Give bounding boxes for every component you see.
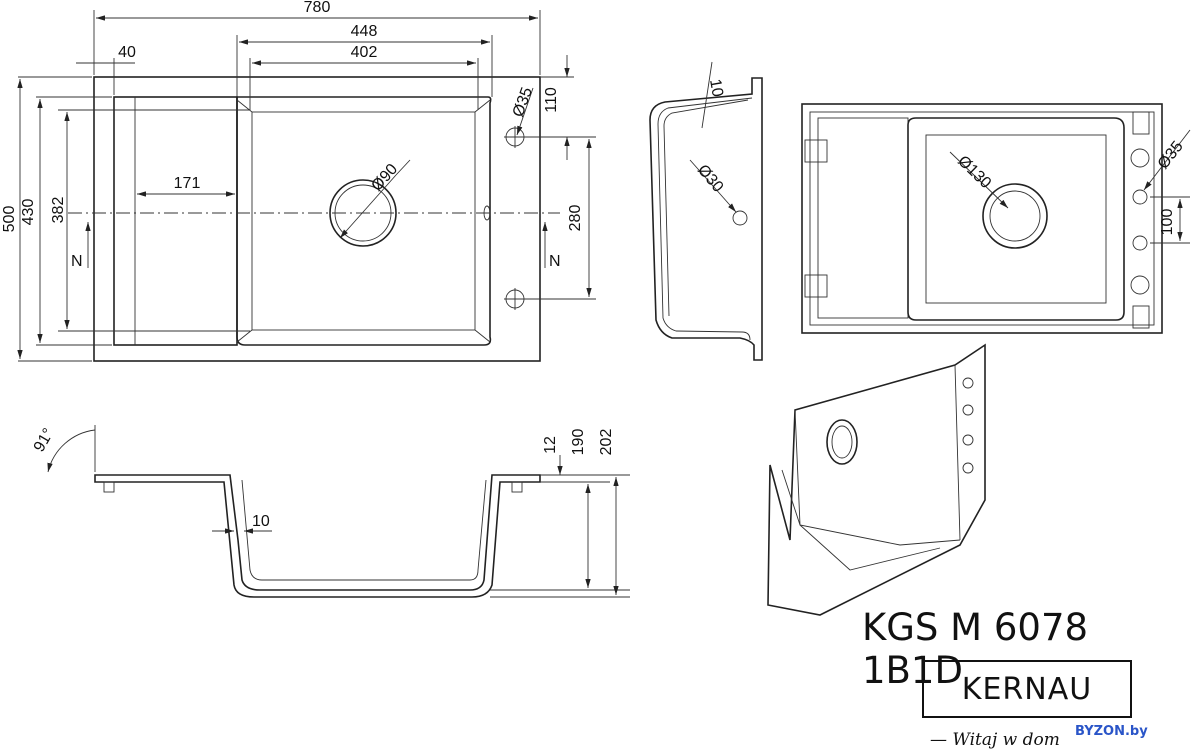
bottom-view: Ø130 Ø35 100 (801, 103, 1191, 334)
north-label: N (71, 253, 83, 270)
brand-slogan: — Witaj w dom (930, 730, 1060, 750)
dim-section-10: 10 (252, 513, 270, 530)
dim-40: 40 (118, 44, 136, 61)
watermark: BYZON.by (1072, 724, 1151, 739)
dim-448: 448 (351, 23, 378, 40)
sink-outline (93, 76, 541, 362)
dim-overflow-30: Ø30 (694, 162, 727, 196)
model-title: KGS M 6078 1B1D (862, 606, 1089, 692)
dim-382: 382 (50, 197, 67, 224)
dim-171: 171 (174, 175, 201, 192)
dim-drain-130: Ø130 (954, 153, 994, 192)
dim-bottom-100: 100 (1159, 209, 1176, 236)
dim-190: 190 (570, 429, 587, 456)
dim-side-10: 10 (706, 78, 726, 99)
dim-430: 430 (20, 199, 37, 226)
top-view: 780 448 402 40 171 500 430 382 N N 110 2… (1, 0, 596, 362)
section-view: 91° 12 190 202 10 (31, 425, 630, 598)
north-label: N (549, 253, 561, 270)
dim-280: 280 (567, 205, 584, 232)
iso-view (767, 343, 986, 616)
dim-110: 110 (543, 87, 560, 113)
dim-780: 780 (304, 0, 331, 16)
tap-hole-icon (504, 288, 526, 310)
dim-angle-91: 91° (31, 426, 58, 455)
side-view: 10 Ø30 (649, 61, 763, 361)
dim-bottom-35: Ø35 (1155, 138, 1187, 172)
dim-drain-90: Ø90 (368, 161, 401, 195)
brand-name: KERNAU (961, 671, 1093, 707)
brand-logo: KERNAU (922, 660, 1132, 718)
dim-tap-35: Ø35 (510, 85, 536, 119)
dim-402: 402 (351, 44, 378, 61)
drainer-area (113, 96, 238, 346)
basin-outline (236, 96, 492, 346)
basin-bottom (251, 111, 476, 331)
dim-202: 202 (598, 429, 615, 456)
dim-12: 12 (542, 436, 559, 454)
tap-hole-icon (504, 126, 526, 148)
dim-500: 500 (1, 206, 18, 233)
drain-outer (329, 179, 397, 247)
